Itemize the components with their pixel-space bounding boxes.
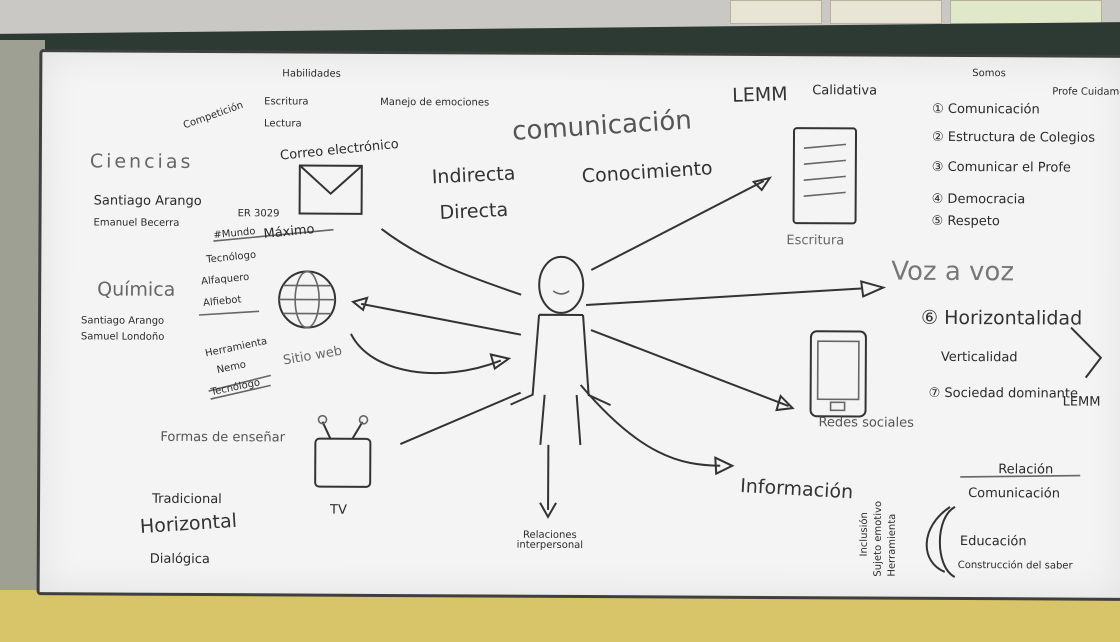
list-item: ② Estructura de Colegios <box>931 129 1096 146</box>
society-label: ⑦ Sociedad dominante <box>928 385 1079 402</box>
vertical-label: Verticalidad <box>940 349 1018 366</box>
envelope-drawing <box>298 164 363 215</box>
chemistry-name: Samuel Londoño <box>80 331 165 343</box>
whiteboard: comunicación Indirecta Conocimiento Dire… <box>36 49 1120 601</box>
teaching-forms-heading: Formas de enseñar <box>160 429 286 446</box>
relations-label: Relaciones interpersonal <box>516 529 584 552</box>
list-item: ① Comunicación <box>932 101 1040 118</box>
writing-skill: Escritura <box>264 96 309 108</box>
chemistry-name: Santiago Arango <box>80 315 165 327</box>
horizontal-label: ⑥ Horizontalidad <box>920 306 1083 330</box>
sciences-heading: Ciencias <box>89 150 194 173</box>
chemistry-heading: Química <box>97 278 176 301</box>
emotions-skill: Manejo de emociones <box>380 96 490 109</box>
prof-tag: Profe Cuidame <box>1052 86 1120 98</box>
sciences-name: Santiago Arango <box>93 193 202 210</box>
code-label: ER 3029 <box>237 208 280 220</box>
poster <box>830 0 942 24</box>
list-item: ④ Democracia <box>931 191 1026 208</box>
document-drawing <box>792 127 858 225</box>
social-label: Redes sociales <box>818 415 914 431</box>
poster <box>950 0 1102 24</box>
relation-part: Comunicación <box>968 486 1061 502</box>
vertical-word: Sujeto emotivo <box>872 500 885 577</box>
braces <box>925 326 1103 578</box>
skills-label: Habilidades <box>282 68 341 80</box>
teaching-mode: Dialógica <box>149 551 210 568</box>
tv-drawing <box>314 414 372 488</box>
poster <box>730 0 822 24</box>
brand-label: LEMM <box>731 83 788 107</box>
drawings <box>198 127 1103 578</box>
vertical-word: Herramienta <box>886 513 899 577</box>
lemm-small-label: LEMM <box>1062 394 1101 410</box>
globe-drawing <box>278 270 337 329</box>
underlines <box>198 228 1081 478</box>
relation-part: Educación <box>959 533 1027 550</box>
person-figure <box>510 255 611 446</box>
written-label: Escritura <box>786 233 845 249</box>
teaching-mode: Tradicional <box>152 491 222 508</box>
arrows <box>350 176 887 519</box>
sciences-name: Emanuel Becerra <box>93 217 180 229</box>
tv-label: TV <box>329 502 347 518</box>
relation-heading: Relación <box>998 462 1054 478</box>
direct-label: Directa <box>439 198 509 225</box>
indirect-label: Indirecta <box>431 162 516 189</box>
phone-drawing <box>809 330 867 418</box>
list-header: Somos <box>972 68 1006 80</box>
voice-label: Voz a voz <box>891 256 1015 288</box>
vertical-word: Inclusión <box>858 512 871 557</box>
brand-subtitle: Calidativa <box>812 83 878 99</box>
list-item: ③ Comunicar el Profe <box>931 159 1071 176</box>
reading-skill: Lectura <box>264 118 302 130</box>
list-item: ⑤ Respeto <box>931 213 1000 230</box>
relation-part: Construcción del saber <box>957 559 1073 572</box>
